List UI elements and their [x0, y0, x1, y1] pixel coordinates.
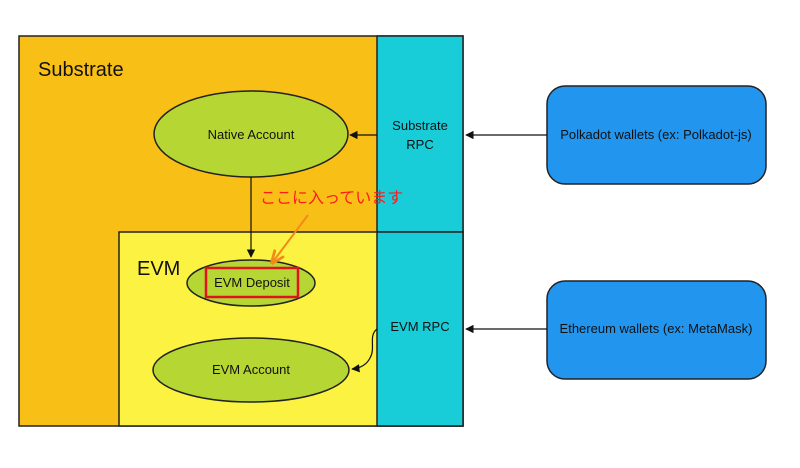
arrow-evm-rpc-to-evm-account [351, 328, 378, 373]
annotation-arrow [272, 214, 309, 263]
evm-deposit-node [186, 259, 316, 307]
substrate-title: Substrate [38, 59, 124, 81]
evm-account-label: EVM Account [212, 362, 290, 377]
ethereum-wallets-box [546, 280, 767, 380]
substrate-rpc-label-line2: RPC [406, 137, 433, 152]
annotation-label: ここに入っています [260, 188, 403, 207]
evm-deposit-highlight [204, 266, 300, 299]
evm-rpc-box [376, 231, 464, 427]
substrate-rpc-box [376, 35, 464, 233]
evm-deposit-label: EVM Deposit [214, 275, 290, 290]
evm-rpc-label: EVM RPC [390, 319, 449, 334]
evm-title: EVM [137, 258, 180, 280]
ethereum-wallets-label: Ethereum wallets (ex: MetaMask) [560, 321, 753, 336]
polkadot-wallets-label: Polkadot wallets (ex: Polkadot-js) [560, 127, 751, 142]
evm-account-node [152, 337, 350, 403]
native-account-label: Native Account [208, 127, 295, 142]
substrate-rpc-label-line1: Substrate [392, 118, 448, 133]
